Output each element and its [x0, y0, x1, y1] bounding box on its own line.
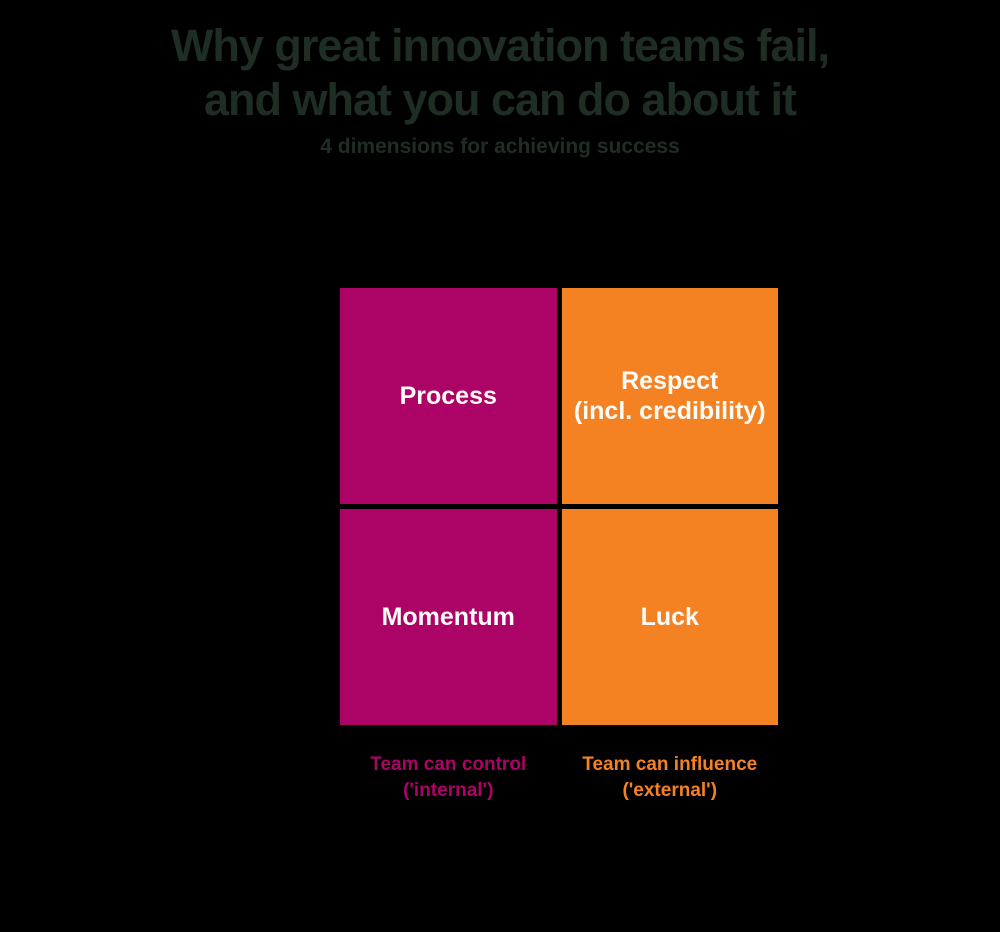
quadrant-respect-label-line-1: Respect	[621, 367, 719, 395]
x-axis-labels: Team can control ('internal') Team can i…	[340, 752, 778, 804]
page-subtitle: 4 dimensions for achieving success	[320, 135, 680, 158]
page-title-line-2: and what you can do about it	[203, 74, 797, 125]
quadrant-luck: Luck	[561, 509, 778, 725]
quadrant-luck-label: Luck	[640, 603, 699, 631]
quadrant-matrix: Process Respect (incl. credibility) Mome…	[340, 288, 778, 725]
quadrant-process: Process	[340, 288, 557, 504]
x-axis-label-external: Team can influence ('external')	[562, 752, 779, 804]
x-axis-label-external-line-2: ('external')	[622, 780, 718, 801]
quadrant-momentum: Momentum	[340, 509, 557, 725]
quadrant-respect-label: Respect (incl. credibility)	[574, 366, 766, 426]
quadrant-respect-label-line-2: (incl. credibility)	[573, 397, 766, 425]
x-axis-label-internal-line-2: ('internal')	[403, 780, 494, 801]
quadrant-respect: Respect (incl. credibility)	[561, 288, 778, 504]
x-axis-label-internal: Team can control ('internal')	[340, 752, 557, 804]
page-title-line-1: Why great innovation teams fail,	[170, 20, 830, 71]
x-axis-label-external-line-1: Team can influence	[582, 754, 758, 775]
quadrant-process-label: Process	[399, 382, 497, 410]
x-axis-label-internal-line-1: Team can control	[370, 754, 527, 775]
quadrant-momentum-label: Momentum	[381, 603, 515, 631]
page-title: Why great innovation teams fail, and wha…	[0, 19, 1000, 127]
